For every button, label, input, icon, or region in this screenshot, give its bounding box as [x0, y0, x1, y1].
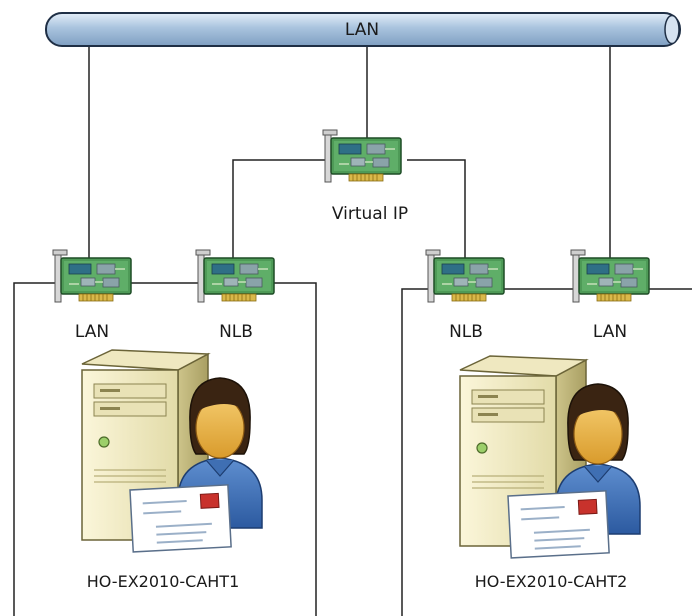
lan-bus: LAN — [45, 12, 681, 47]
virtual-ip-node: Virtual IP — [322, 129, 408, 224]
server1-hostname: HO-EX2010-CAHT1 — [87, 572, 240, 591]
server-tower-icon — [81, 349, 263, 553]
server2-lan-label: LAN — [593, 322, 627, 342]
lan-bus-label: LAN — [345, 20, 379, 40]
network-card-icon — [195, 249, 275, 303]
server2-nlb-label: NLB — [449, 322, 483, 342]
line-virtual-ip-to-server1-nlb — [232, 159, 326, 262]
network-card-icon — [52, 249, 132, 303]
line-virtual-ip-to-server2-nlb — [407, 159, 466, 262]
server1-box — [13, 282, 317, 616]
network-card-icon — [425, 249, 505, 303]
server1: LAN NLB HO-EX2010-CAHT1 — [52, 249, 275, 591]
server1-nlb-label: NLB — [219, 322, 253, 342]
virtual-ip-label: Virtual IP — [332, 204, 408, 224]
server2: NLB LAN HO-EX2010-CAHT2 — [425, 249, 650, 591]
connection-lines — [88, 36, 611, 262]
network-card-icon — [570, 249, 650, 303]
server-tower-icon — [459, 355, 641, 559]
server1-lan-label: LAN — [75, 322, 109, 342]
network-card-icon — [322, 129, 402, 183]
server2-hostname: HO-EX2010-CAHT2 — [475, 572, 628, 591]
